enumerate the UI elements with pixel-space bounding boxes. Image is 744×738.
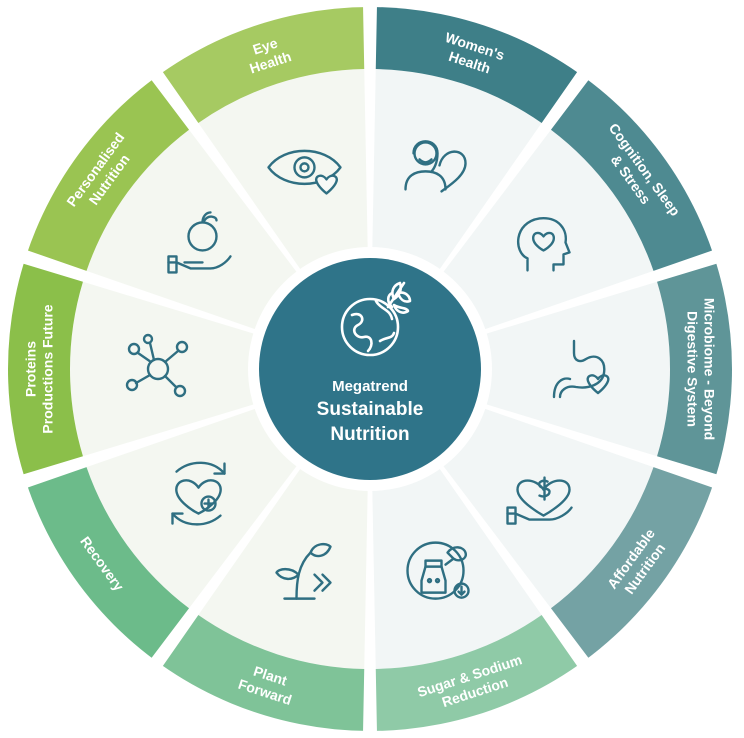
hand-apple-icon <box>167 211 232 274</box>
segment-band-proteins-productions-future <box>8 260 83 478</box>
segment-label-line: Microbiome - Beyond <box>702 298 718 440</box>
segment-band-recovery <box>18 467 190 666</box>
segment-inner-cognition-sleep-stress <box>442 129 654 330</box>
segment-band-personalised-nutrition <box>18 72 190 271</box>
segment-band-eye-health <box>157 7 365 123</box>
segment-label-line: Eye <box>251 35 280 58</box>
segment-label-line: Productions Future <box>40 304 56 433</box>
center-title-line1: Sustainable <box>317 399 424 420</box>
segment-label-line: Proteins <box>23 341 39 397</box>
segment-band-microbiome <box>657 260 732 478</box>
salt-shaker-icon <box>406 541 470 600</box>
segment-inner-affordable-nutrition <box>442 408 654 609</box>
sprout-arrows-icon <box>275 542 332 600</box>
segment-inner-eye-health <box>198 69 368 271</box>
stomach-heart-icon <box>552 339 610 399</box>
center-title-small: Megatrend <box>332 378 408 395</box>
segment-label-line: Digestive System <box>685 311 701 427</box>
center-title-line2: Nutrition <box>330 424 409 445</box>
segment-inner-sugar-sodium-reduction <box>372 467 542 669</box>
segment-band-affordable-nutrition <box>550 467 722 666</box>
eye-heart-icon <box>267 149 342 195</box>
segment-inner-microbiome <box>484 281 671 457</box>
molecule-icon <box>125 333 189 398</box>
segment-band-sugar-sodium-reduction <box>375 615 583 731</box>
segment-inner-proteins-productions-future <box>69 281 256 457</box>
globe-leaf-icon <box>340 281 412 357</box>
segment-inner-personalised-nutrition <box>86 129 298 330</box>
head-heart-icon <box>516 217 571 272</box>
segment-inner-recovery <box>86 408 298 609</box>
heart-cycle-icon <box>171 461 226 526</box>
woman-heart-icon <box>404 140 467 193</box>
segment-band-womens-health <box>375 7 583 123</box>
segment-inner-womens-health <box>372 69 542 271</box>
segment-band-plant-forward <box>157 615 365 731</box>
segment-band-cognition-sleep-stress <box>550 72 722 271</box>
center-circle <box>259 258 481 480</box>
hand-heart-dollar-icon <box>506 476 573 525</box>
